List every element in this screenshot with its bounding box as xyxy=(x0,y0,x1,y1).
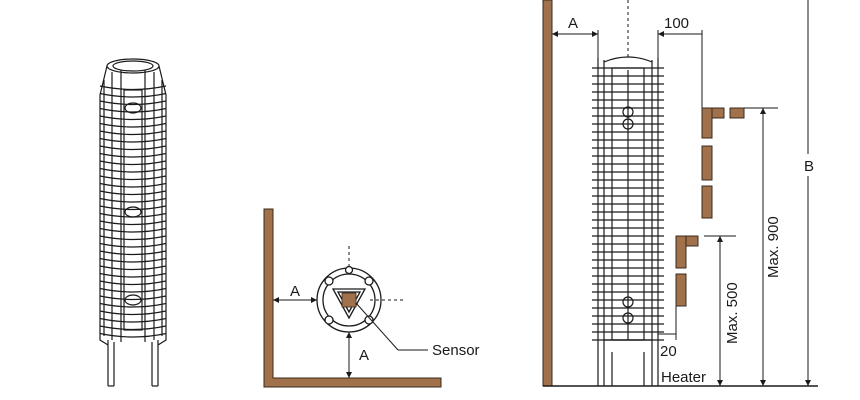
heater-ring xyxy=(99,190,167,196)
sensor-offset-label: 20 xyxy=(660,343,677,360)
heater-ring xyxy=(99,197,167,203)
heater-ring xyxy=(99,242,167,248)
heater-ring xyxy=(99,175,167,181)
side-view: A 100 20 Max. 500 xyxy=(542,0,818,387)
heater-ring xyxy=(99,302,167,308)
heater-ring xyxy=(99,265,167,271)
heater-ring xyxy=(99,100,167,106)
heater-ring xyxy=(99,152,167,158)
heater-ring xyxy=(99,167,167,173)
bottom-gap-label: A xyxy=(359,347,369,364)
heater-ring xyxy=(99,325,167,331)
sensor-block xyxy=(341,292,357,308)
heater-ring xyxy=(99,287,167,293)
lower-wood-blocks xyxy=(675,235,699,307)
heater-ring xyxy=(99,257,167,263)
max-upper-label: Max. 900 xyxy=(765,216,782,278)
heater-ring xyxy=(99,107,167,113)
heater-ring xyxy=(99,212,167,218)
upper-wood-blocks xyxy=(701,107,745,219)
heater-ring xyxy=(99,332,167,338)
heater-ring xyxy=(99,250,167,256)
heater-ring xyxy=(99,85,167,91)
heater-ring xyxy=(99,272,167,278)
heater-ring xyxy=(99,310,167,316)
heater-label: Heater xyxy=(661,369,706,386)
heater-ring xyxy=(99,115,167,121)
heater-ring xyxy=(99,220,167,226)
top-gap-label: A xyxy=(568,15,578,32)
heater-ring xyxy=(99,130,167,136)
clearance-label: 100 xyxy=(664,15,689,32)
heater-ring xyxy=(99,122,167,128)
heater-ring xyxy=(99,205,167,211)
heater-ring xyxy=(99,235,167,241)
heater-ring xyxy=(99,145,167,151)
heater-ring xyxy=(99,182,167,188)
heater-ring xyxy=(99,280,167,286)
heater-ring xyxy=(99,92,167,98)
heater-ring xyxy=(99,227,167,233)
max-lower-label: Max. 500 xyxy=(724,282,741,344)
heater-side-view xyxy=(592,56,664,386)
side-wall xyxy=(542,0,553,387)
side-gap-label: A xyxy=(290,283,300,300)
total-height-label: B xyxy=(804,158,814,175)
wall-corner xyxy=(263,208,442,388)
sensor-label: Sensor xyxy=(432,342,480,359)
heater-ring xyxy=(99,137,167,143)
heater-ring xyxy=(99,317,167,323)
heater-ring xyxy=(99,295,167,301)
heater-ring xyxy=(99,160,167,166)
heater-isometric-view xyxy=(99,58,167,387)
top-view: A A Sensor xyxy=(263,208,480,388)
